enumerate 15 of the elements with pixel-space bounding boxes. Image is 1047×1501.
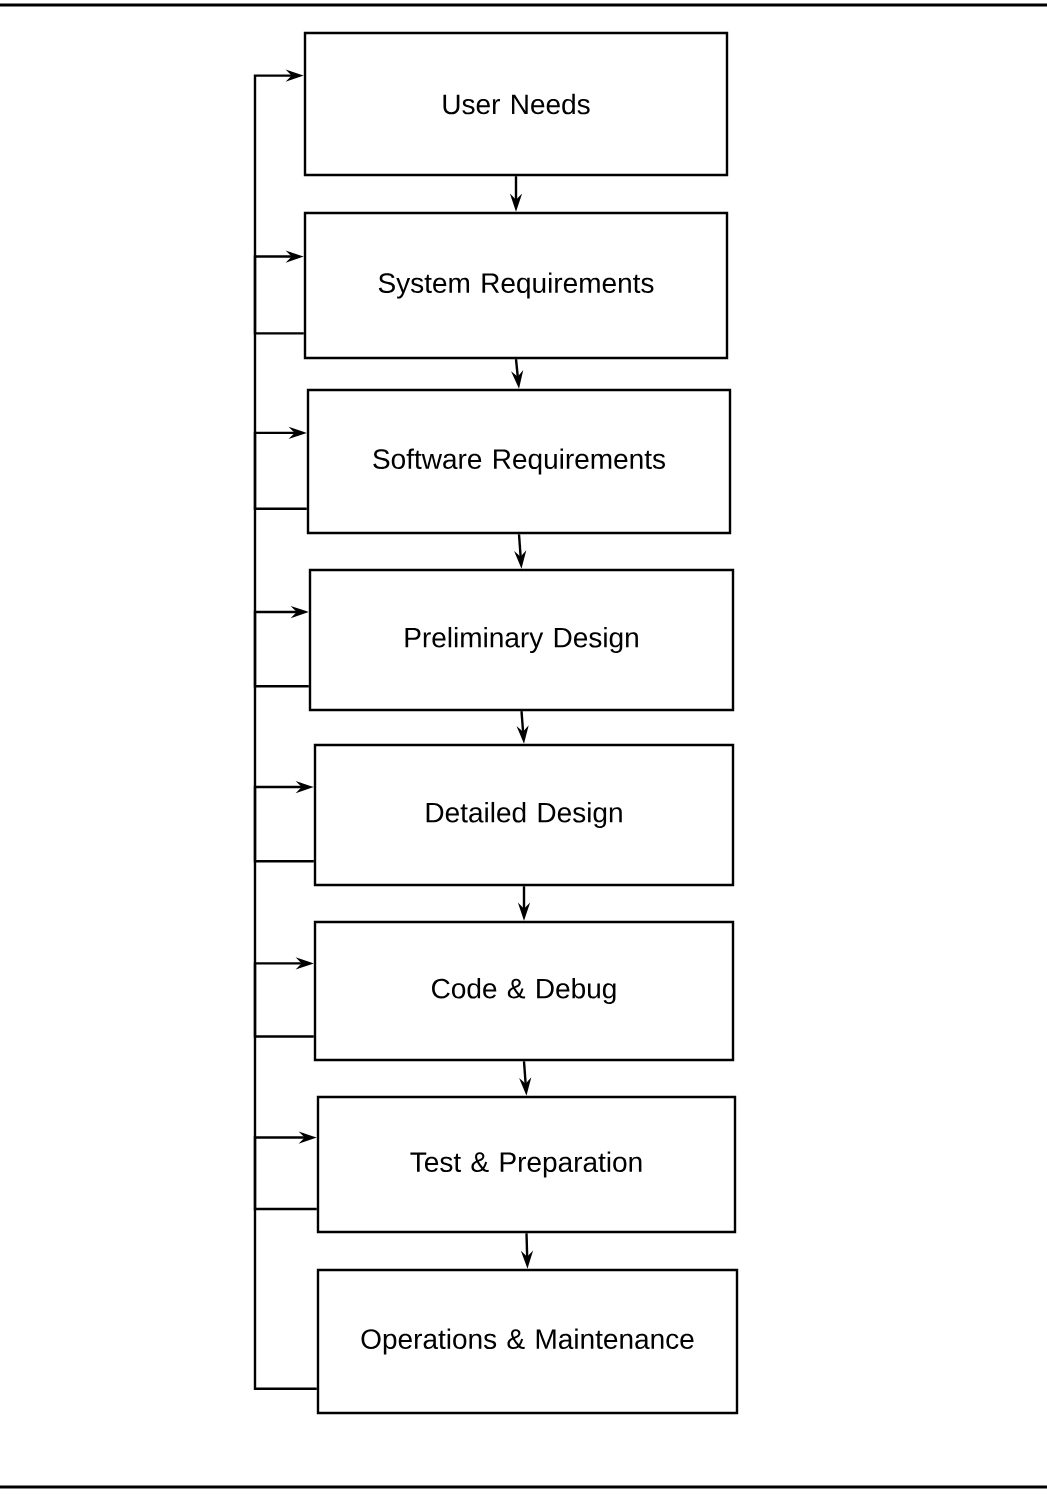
process-box: User Needs xyxy=(303,31,729,177)
process-box: Code & Debug xyxy=(313,920,735,1062)
arrow xyxy=(253,605,314,863)
arrow xyxy=(253,250,307,510)
process-box: Detailed Design xyxy=(313,743,735,887)
arrow xyxy=(253,69,304,335)
process-box: Software Requirements xyxy=(306,388,732,535)
arrow xyxy=(253,426,309,688)
process-box: Operations & Maintenance xyxy=(316,1268,739,1415)
process-box: Test & Preparation xyxy=(316,1095,737,1234)
arrow xyxy=(253,780,314,1038)
arrow xyxy=(253,1131,317,1390)
arrow xyxy=(253,957,317,1211)
process-box: Preliminary Design xyxy=(308,568,735,712)
process-box: System Requirements xyxy=(303,211,729,360)
